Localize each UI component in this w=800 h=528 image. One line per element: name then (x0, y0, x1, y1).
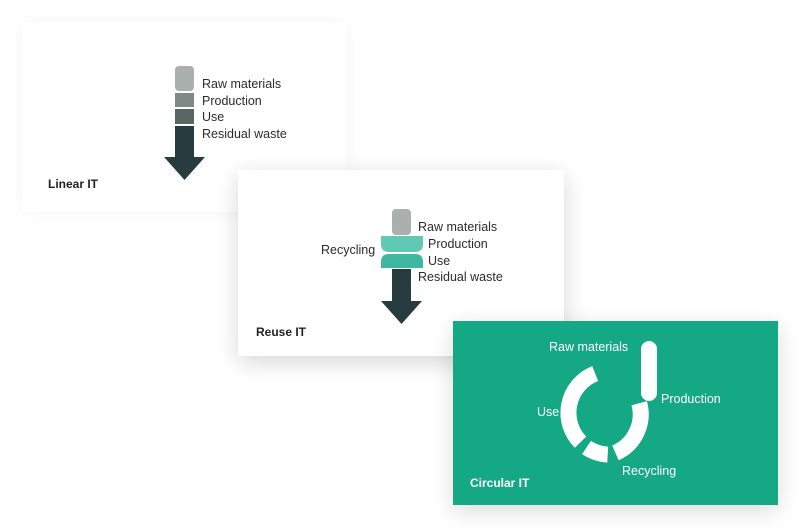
circular-label-use: Use (537, 405, 560, 419)
residual-waste-arrow (381, 269, 422, 324)
raw-materials-bar (641, 341, 657, 401)
circular-label-raw-materials: Raw materials (549, 340, 629, 354)
linear-label-raw-materials: Raw materials (202, 77, 282, 91)
recycling-loop-upper (381, 236, 423, 252)
reuse-label-use: Use (428, 254, 451, 268)
reuse-label-recycling: Recycling (321, 243, 376, 257)
circular-flow-graphic (560, 341, 657, 463)
stage-raw-materials-bar (175, 66, 194, 91)
reuse-it-title: Reuse IT (256, 325, 307, 339)
linear-label-use: Use (202, 110, 225, 124)
circular-label-production: Production (661, 392, 721, 406)
linear-flow-graphic (164, 66, 205, 180)
circular-it-title: Circular IT (470, 476, 530, 490)
linear-label-production: Production (202, 94, 262, 108)
reuse-label-raw-materials: Raw materials (418, 220, 498, 234)
reuse-label-residual-waste: Residual waste (418, 270, 503, 284)
reuse-flow-graphic (381, 209, 423, 324)
stage-raw-materials-bar (392, 209, 411, 235)
reuse-label-production: Production (428, 237, 488, 251)
circular-it-card: Raw materials Production Use Recycling C… (453, 321, 778, 505)
residual-waste-arrow (164, 126, 205, 180)
stage-production-bar (175, 93, 194, 107)
stage-use-bar (175, 109, 194, 124)
circular-ring-production (611, 401, 649, 461)
linear-it-title: Linear IT (48, 177, 99, 191)
circular-label-recycling: Recycling (622, 464, 677, 478)
circular-ring-recycling (582, 440, 609, 463)
recycling-loop-lower (381, 254, 423, 268)
linear-it-card: Raw materials Production Use Residual wa… (22, 22, 347, 212)
linear-label-residual-waste: Residual waste (202, 127, 287, 141)
circular-ring-use (560, 366, 599, 448)
